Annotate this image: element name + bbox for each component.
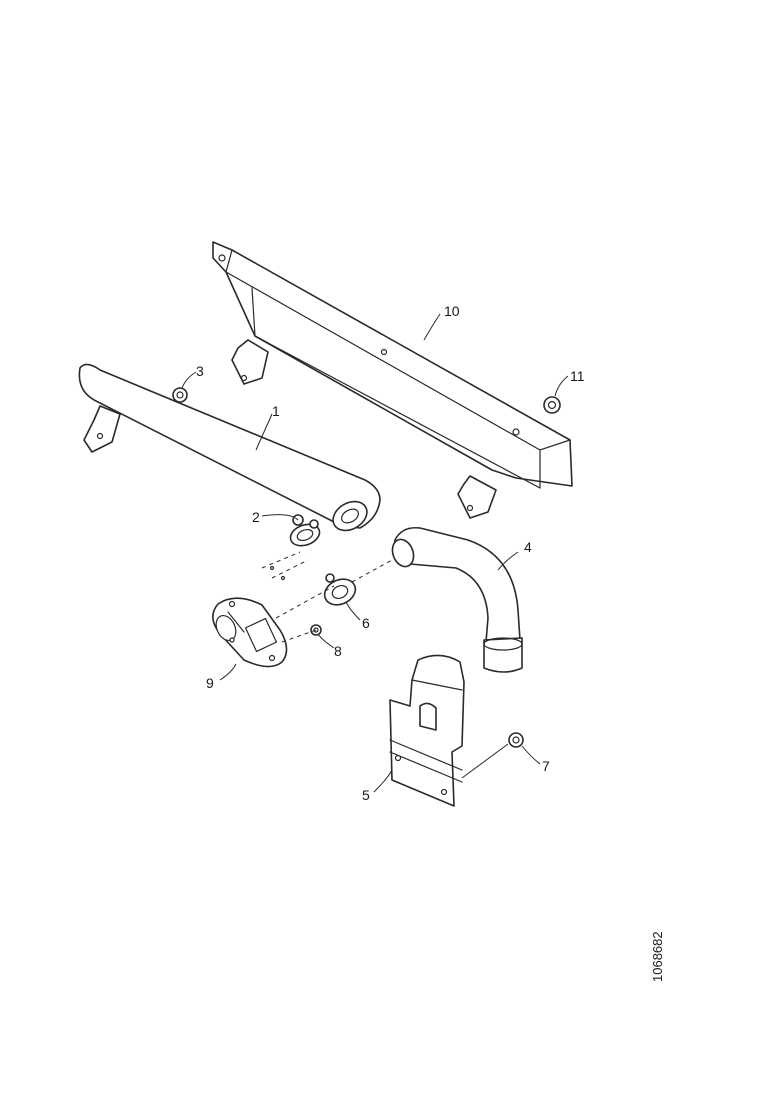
- tailpipe: [78, 363, 381, 532]
- leader-4: [497, 551, 519, 571]
- mounting-studs: [261, 551, 309, 581]
- callout-2: 2: [252, 509, 260, 525]
- gasket-flange: [212, 597, 288, 668]
- callout-10: 10: [444, 303, 460, 319]
- callout-6: 6: [362, 615, 370, 631]
- callout-8: 8: [334, 643, 342, 659]
- assembly-line-gasket-clamp: [275, 585, 335, 619]
- assembly-line-shield-nut: [461, 743, 509, 779]
- callout-11: 11: [570, 368, 585, 384]
- document-id: 1068682: [650, 931, 665, 982]
- exhaust-elbow: [391, 526, 523, 673]
- callout-5: 5: [362, 787, 370, 803]
- assembly-line-clamp-elbow: [351, 559, 393, 583]
- washer: [310, 624, 322, 636]
- support-bracket: [212, 241, 573, 519]
- heat-shield: [389, 654, 465, 807]
- leader-10: [423, 313, 441, 341]
- callout-9: 9: [206, 675, 214, 691]
- callout-1: 1: [272, 403, 280, 419]
- leader-5: [373, 769, 393, 793]
- lower-nut: [508, 732, 524, 748]
- leader-3: [181, 371, 197, 389]
- leader-8: [317, 633, 335, 649]
- leader-7: [521, 745, 541, 765]
- leader-11: [554, 375, 569, 397]
- callout-4: 4: [524, 539, 532, 555]
- leader-2: [261, 514, 299, 521]
- leader-1: [255, 413, 273, 451]
- leader-6: [345, 601, 361, 621]
- callout-7: 7: [542, 758, 550, 774]
- upper-clamp: [289, 514, 321, 547]
- callout-3: 3: [196, 363, 204, 379]
- assembly-line-gasket-washer: [281, 629, 317, 643]
- upper-nut: [172, 387, 188, 403]
- lower-clamp: [323, 573, 357, 606]
- bracket-nut: [543, 396, 561, 414]
- leader-9: [219, 663, 237, 681]
